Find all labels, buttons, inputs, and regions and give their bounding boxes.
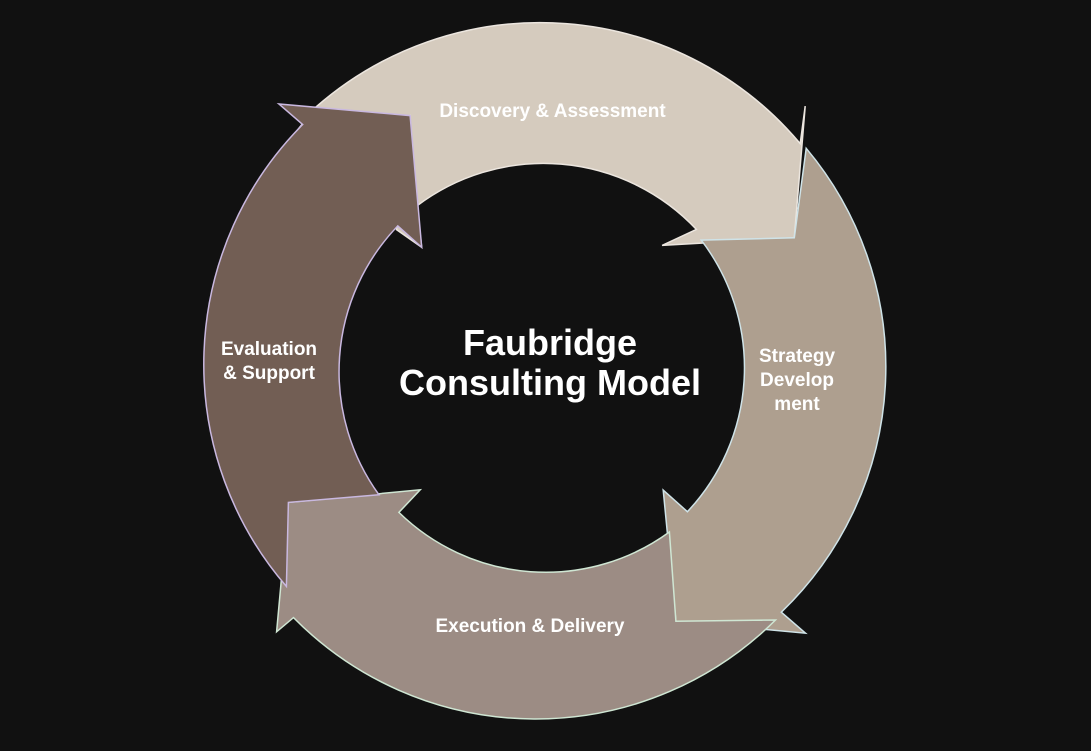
stage-label-execution-delivery: Execution & Delivery [435,616,625,637]
stage-label-strategy-development: Strategy Develop ment [758,346,836,415]
diagram-title: Faubridge Consulting Model [399,322,701,403]
arrow-strategy-development [662,146,887,635]
stage-label-evaluation-support: Evaluation & Support [220,339,318,384]
arrow-evaluation-support [203,103,423,589]
arrow-execution-delivery [275,488,778,720]
arrow-discovery-assessment [289,21,806,249]
stage-label-discovery-assessment: Discovery & Assessment [439,101,666,122]
